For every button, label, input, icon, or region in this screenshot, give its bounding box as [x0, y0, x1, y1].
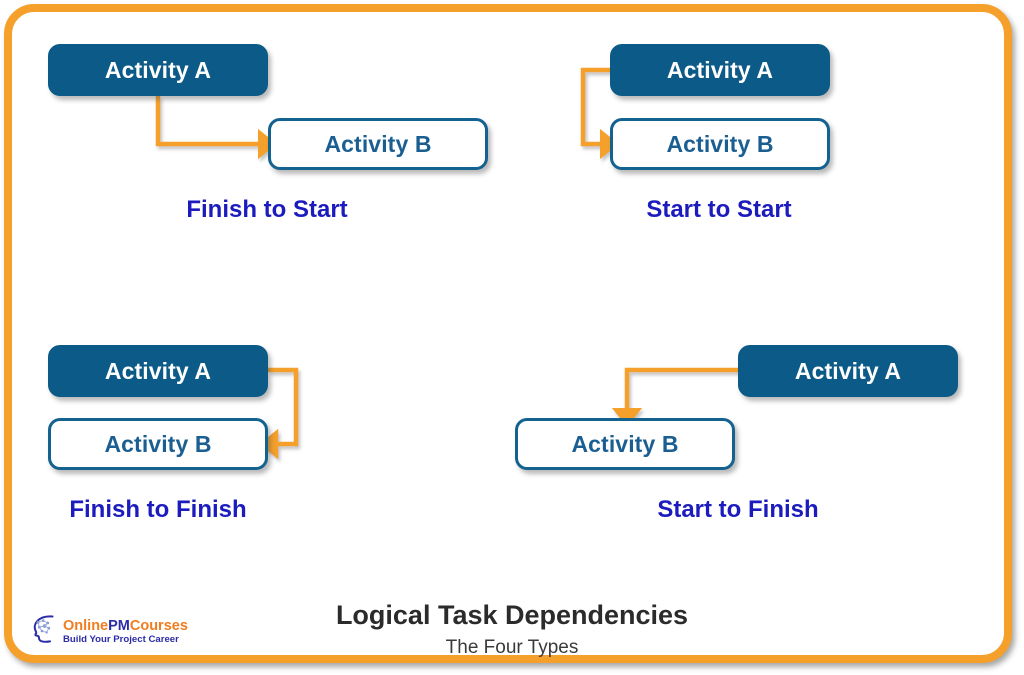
- node-label: Activity B: [324, 130, 432, 157]
- head-profile-network-icon: [26, 614, 60, 649]
- fs-activity-b-node[interactable]: Activity B: [268, 118, 488, 170]
- caption-start-to-finish: Start to Finish: [657, 496, 819, 523]
- caption-finish-to-start: Finish to Start: [186, 196, 348, 223]
- connector-finish-to-start: [155, 96, 277, 160]
- ff-activity-b-node[interactable]: Activity B: [48, 418, 268, 470]
- node-label: Activity A: [104, 357, 212, 384]
- fs-activity-a-node[interactable]: Activity A: [48, 44, 268, 96]
- ss-activity-a-node[interactable]: Activity A: [610, 44, 830, 96]
- logo-text-block: OnlinePMCourses Build Your Project Caree…: [63, 617, 188, 645]
- node-label: Activity B: [571, 430, 679, 457]
- sf-activity-a-node[interactable]: Activity A: [738, 345, 958, 397]
- node-label: Activity A: [666, 56, 774, 83]
- connector-finish-to-finish: [259, 367, 299, 460]
- page-title: Logical Task Dependencies: [335, 600, 689, 630]
- node-label: Activity B: [104, 430, 212, 457]
- node-label: Activity A: [104, 56, 212, 83]
- caption-finish-to-finish: Finish to Finish: [69, 496, 247, 523]
- node-label: Activity A: [794, 357, 902, 384]
- page-subtitle: The Four Types: [445, 637, 579, 658]
- connector-start-to-start: [580, 67, 619, 160]
- logo-word-courses: Courses: [129, 617, 188, 634]
- brand-logo[interactable]: OnlinePMCourses Build Your Project Caree…: [26, 614, 188, 649]
- caption-start-to-start: Start to Start: [646, 196, 792, 223]
- logo-wordmark: OnlinePMCourses: [63, 617, 188, 634]
- logo-word-pm: PM: [108, 617, 130, 634]
- ff-activity-a-node[interactable]: Activity A: [48, 345, 268, 397]
- logo-word-online: Online: [63, 617, 109, 634]
- logo-tagline: Build Your Project Career: [63, 633, 179, 645]
- connector-start-to-finish: [611, 367, 738, 427]
- ss-activity-b-node[interactable]: Activity B: [610, 118, 830, 170]
- node-label: Activity B: [666, 130, 774, 157]
- sf-activity-b-node[interactable]: Activity B: [515, 418, 735, 470]
